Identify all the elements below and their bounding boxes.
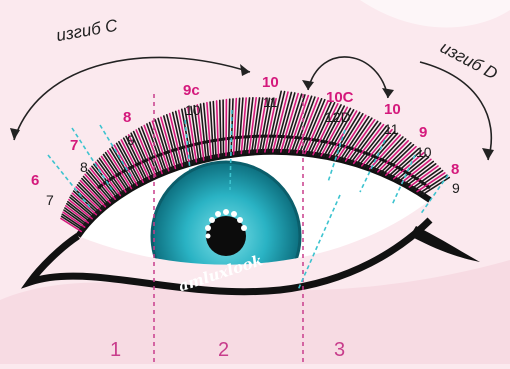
- zone-number: 2: [218, 340, 229, 360]
- eyeliner-wing: [410, 226, 480, 262]
- length-bottom: 12D: [325, 110, 351, 124]
- length-bottom: 7: [46, 193, 54, 207]
- zone-number: 3: [334, 340, 345, 360]
- length-bottom: 11: [263, 95, 278, 109]
- eyelash-strand: [220, 100, 221, 156]
- length-top: 10: [262, 75, 279, 90]
- arrow-head: [10, 128, 20, 140]
- eyelash-strand: [229, 99, 230, 155]
- length-top: 8: [123, 110, 131, 125]
- background-wave: [360, 0, 510, 28]
- arrow-head: [382, 88, 394, 98]
- arrow-head: [302, 80, 314, 90]
- zone-number: 1: [110, 340, 121, 360]
- arrow-head: [482, 148, 494, 160]
- arrow-head: [240, 64, 250, 76]
- length-bottom: 8: [80, 160, 88, 174]
- length-top: 8: [451, 162, 459, 177]
- eyelash-strand: [217, 101, 219, 157]
- length-top: 10C: [326, 90, 354, 105]
- length-top: 9c: [183, 83, 200, 98]
- length-bottom: 9: [452, 181, 460, 195]
- length-top: 6: [31, 173, 39, 188]
- length-bottom: 11: [384, 122, 399, 136]
- length-bottom: 9: [127, 133, 135, 147]
- length-top: 9: [419, 125, 427, 140]
- length-top: 7: [70, 138, 78, 153]
- length-top: 10: [384, 102, 401, 117]
- length-bottom: 10: [185, 103, 201, 117]
- length-bottom: 10: [416, 145, 432, 159]
